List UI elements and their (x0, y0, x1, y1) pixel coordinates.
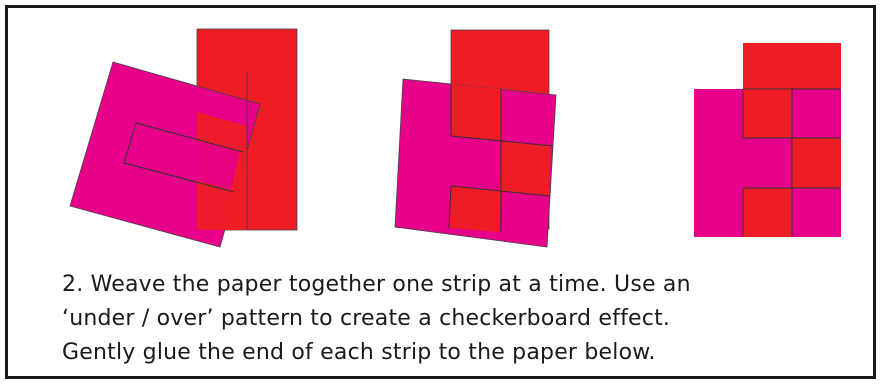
red-square (792, 138, 841, 188)
red-square (451, 84, 501, 141)
instruction-line-2: ‘under / over’ pattern to create a check… (62, 302, 862, 336)
red-square (449, 186, 501, 232)
red-square (499, 141, 551, 196)
instruction-line-3: Gently glue the end of each strip to the… (62, 336, 862, 370)
instruction-text: 2. Weave the paper together one strip at… (62, 268, 862, 370)
weaving-step-c (694, 43, 841, 237)
red-paper-top (743, 43, 841, 89)
red-square (743, 89, 792, 138)
weaving-step-a (70, 29, 297, 247)
instruction-line-1: 2. Weave the paper together one strip at… (62, 268, 862, 302)
weaving-step-b (395, 30, 556, 247)
red-square (743, 188, 792, 237)
